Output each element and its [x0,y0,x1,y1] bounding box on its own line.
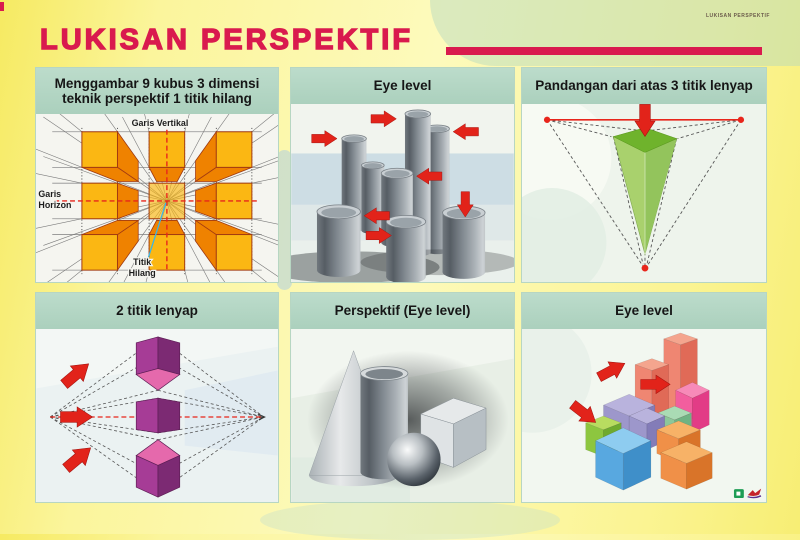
panel5-header: Perspektif (Eye level) [291,293,514,329]
panel-three-point-top-view: Pandangan dari atas 3 titik lenyap [521,67,767,283]
box [420,397,487,468]
purple-cubes [135,336,181,498]
gray-solids-diagram [291,329,514,502]
corner-label: LUKISAN PERSPEKTIF [705,13,770,19]
cubes-diagram: Garis Vertikal Garis Horizon Titik Hilan… [36,114,278,282]
panel-two-point-perspective: 2 titik lenyap [35,292,279,503]
cylinders-diagram [291,104,514,282]
publisher-logo-bird [747,488,762,496]
block-orange [656,420,713,490]
panel-eye-level-blocks: Eye level [521,292,767,503]
label-titik-hilang-l1: Titik [133,257,151,267]
panel1-title-line2: teknik perspektif 1 titik hilang [62,91,252,106]
pyramid-diagram [522,104,766,282]
poster-title: LUKISAN PERSPEKTIF [39,23,414,56]
panel2-header: Eye level [291,68,514,104]
panel-one-point-perspective: Menggambar 9 kubus 3 dimensi teknik pers… [35,67,279,283]
publisher-logos [733,488,762,499]
sphere [387,432,441,487]
panel1-header: Menggambar 9 kubus 3 dimensi teknik pers… [36,68,278,114]
background-swoosh-bottom [260,500,560,540]
background-swoosh-top [430,0,800,66]
label-titik-hilang-l2: Hilang [129,268,156,278]
title-underline-rule [446,47,762,55]
label-garis-horizon-l2: Horizon [38,200,71,210]
block-blue [594,427,652,491]
label-garis-vertikal: Garis Vertikal [132,118,189,128]
print-registration-mark [0,2,4,11]
panel4-header: 2 titik lenyap [36,293,278,329]
panel1-title-line1: Menggambar 9 kubus 3 dimensi [54,76,260,91]
panel3-header: Pandangan dari atas 3 titik lenyap [522,68,766,104]
panel-perspective-eye-level-shapes: Perspektif (Eye level) [290,292,515,503]
block-pink [675,382,710,434]
cylinder-group [291,109,514,282]
color-blocks-diagram [522,329,766,502]
panel-eye-level-cylinders: Eye level [290,67,515,283]
purple-cubes-diagram [36,329,278,502]
panel6-header: Eye level [522,293,766,329]
label-garis-horizon-l1: Garis [38,189,61,199]
green-pyramid [612,127,678,256]
